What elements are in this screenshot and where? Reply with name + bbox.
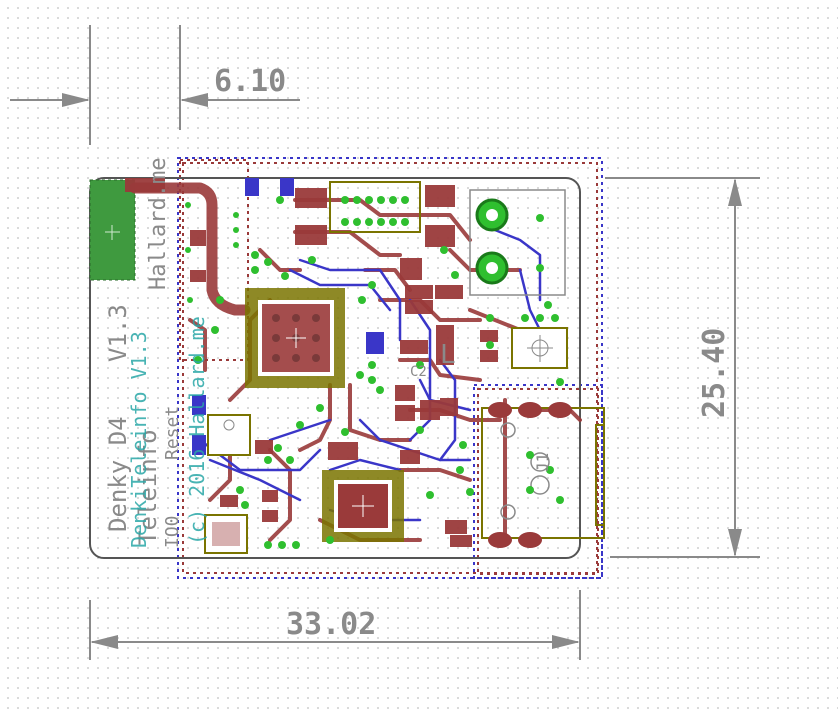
dimension-right xyxy=(605,177,760,558)
io0-button xyxy=(204,514,248,554)
bottom-silk-line1: DenkiTeleinfo V1.3 xyxy=(127,331,151,548)
board-outline xyxy=(89,177,581,559)
bottom-silk-line2: (c) 2016 Hallard.me xyxy=(185,316,209,545)
polygon-outlines xyxy=(177,157,603,579)
label-j1: J1 xyxy=(533,453,552,472)
vias xyxy=(185,196,564,549)
usb-chip xyxy=(322,470,404,542)
silk-io0: IO0 xyxy=(162,515,183,548)
silk-website: Hallard.me xyxy=(146,158,171,290)
silk-version: V1.3 xyxy=(104,304,132,362)
mcu-chip xyxy=(245,288,345,388)
bottom-pads xyxy=(192,178,384,455)
antenna-pad xyxy=(89,179,136,281)
silk-board-name: Denky D4 xyxy=(104,416,132,532)
dimension-bottom xyxy=(89,590,581,660)
silk-reset: Reset xyxy=(162,406,183,460)
terminal-block xyxy=(469,189,566,296)
silk-product-name: Teleinfo xyxy=(134,429,162,545)
label-c2: C2 xyxy=(410,364,427,380)
label-inductor: L xyxy=(440,340,456,370)
connector-j1 xyxy=(481,402,605,548)
smd-pads xyxy=(125,178,498,547)
dimension-label-bottom: 33.02 xyxy=(286,607,376,642)
header-connector xyxy=(329,181,421,233)
led-footprint xyxy=(511,327,568,369)
dimension-top xyxy=(10,25,300,145)
dimension-label-top: 6.10 xyxy=(214,64,286,99)
reset-button xyxy=(207,414,251,456)
dimension-label-right: 25.40 xyxy=(697,328,732,418)
